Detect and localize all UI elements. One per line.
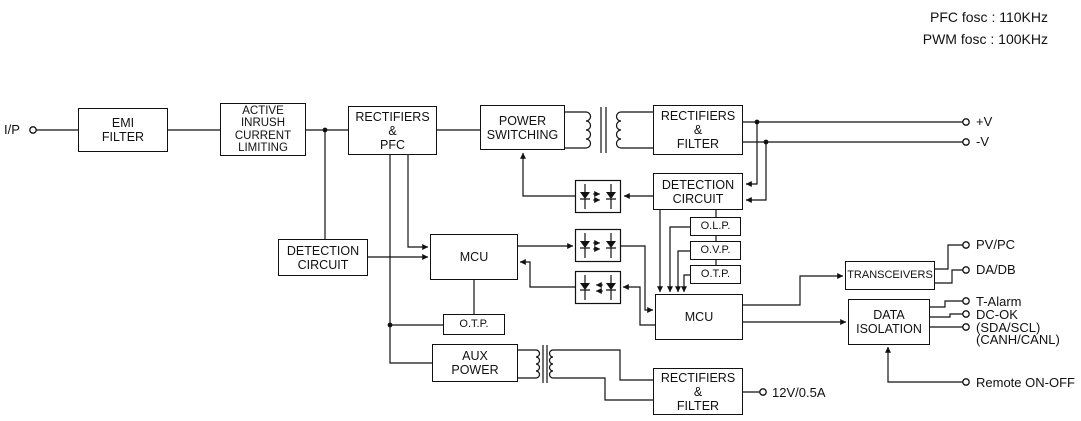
note-pwm-fosc: PWM fosc : 100KHz bbox=[922, 31, 1048, 47]
terminal-circle-sda-scl bbox=[962, 323, 970, 331]
block-active-inrush-current-limiting: ACTIVE INRUSH CURRENT LIMITING bbox=[220, 103, 306, 156]
terminal-circle-v-plus bbox=[962, 118, 970, 126]
note-pfc-fosc: PFC fosc : 110KHz bbox=[929, 9, 1048, 25]
block-power-switching: POWER SWITCHING bbox=[480, 105, 565, 150]
block-data-isolation: DATA ISOLATION bbox=[848, 299, 930, 345]
terminal-circle-remote bbox=[962, 378, 970, 386]
block-aux-power: AUX POWER bbox=[432, 344, 518, 382]
transformer-icon bbox=[585, 107, 622, 153]
transformer-icon bbox=[535, 345, 554, 383]
junction-dot bbox=[754, 119, 760, 125]
block-otp-primary: O.T.P. bbox=[443, 314, 505, 335]
terminal-circle-input bbox=[29, 126, 37, 134]
junction-dot bbox=[387, 322, 393, 328]
junction-dot bbox=[322, 127, 328, 133]
terminal-circle-aux-out bbox=[759, 388, 767, 396]
junction-dot bbox=[763, 139, 769, 145]
optocoupler-icon bbox=[576, 181, 621, 213]
block-detection-circuit-primary: DETECTION CIRCUIT bbox=[278, 239, 368, 276]
terminal-label-da-db: DA/DB bbox=[976, 262, 1016, 277]
terminal-label-remote: Remote ON-OFF bbox=[976, 375, 1075, 390]
terminal-label-t-alarm: T-Alarm bbox=[976, 294, 1022, 309]
terminal-circle-v-minus bbox=[962, 138, 970, 146]
terminal-label-dc-ok: DC-OK bbox=[976, 307, 1018, 322]
block-detection-circuit-secondary: DETECTION CIRCUIT bbox=[653, 173, 743, 210]
block-mcu-primary: MCU bbox=[430, 234, 518, 280]
block-mcu-secondary: MCU bbox=[655, 294, 743, 340]
optocoupler-icon bbox=[576, 272, 621, 304]
block-rectifiers-pfc: RECTIFIERS & PFC bbox=[348, 106, 437, 155]
terminal-circle-pv-pc bbox=[962, 241, 970, 249]
terminal-circle-t-alarm bbox=[962, 297, 970, 305]
optocoupler-icon bbox=[576, 230, 621, 262]
terminal-circle-dc-ok bbox=[962, 310, 970, 318]
block-rectifiers-filter-main: RECTIFIERS & FILTER bbox=[653, 105, 743, 155]
terminal-label-v-minus: -V bbox=[976, 134, 989, 149]
terminal-label-aux-out: 12V/0.5A bbox=[772, 385, 826, 400]
block-rectifiers-filter-aux: RECTIFIERS & FILTER bbox=[653, 368, 743, 415]
block-ovp: O.V.P. bbox=[690, 241, 741, 260]
terminal-circles bbox=[29, 118, 970, 396]
block-emi-filter: EMI FILTER bbox=[78, 108, 168, 152]
terminal-label-canh-canl: (CANH/CANL) bbox=[976, 332, 1060, 347]
terminal-label-v-plus: +V bbox=[976, 114, 993, 129]
block-olp: O.L.P. bbox=[690, 217, 741, 236]
terminal-label-input: I/P bbox=[4, 122, 20, 137]
wires bbox=[36, 111, 963, 401]
junction-dots bbox=[322, 119, 769, 328]
terminal-label-sda-scl: (SDA/SCL) bbox=[976, 320, 1041, 335]
block-transceivers: TRANSCEIVERS bbox=[845, 261, 935, 290]
terminal-label-pv-pc: PV/PC bbox=[976, 237, 1016, 252]
terminal-circle-da-db bbox=[962, 266, 970, 274]
block-otp-secondary: O.T.P. bbox=[690, 265, 741, 284]
